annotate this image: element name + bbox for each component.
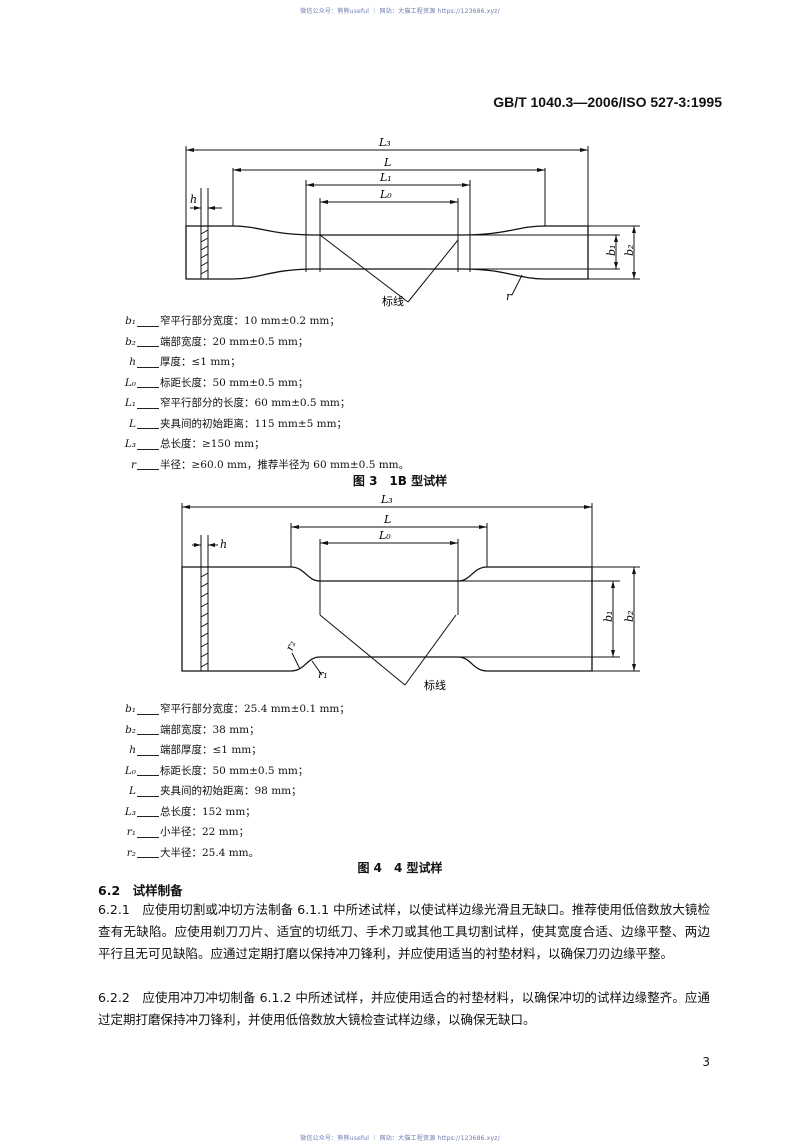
standard-number-header: GB/T 1040.3—2006/ISO 527-3:1995	[493, 94, 722, 110]
watermark-bottom: 微信公众号：熊熊useful ｜ 网站：大猫工程资源 https://12368…	[300, 1135, 500, 1142]
figure-4-caption: 图 4 4 型试样	[357, 861, 443, 875]
figure-3-caption: 图 3 1B 型试样	[352, 474, 448, 488]
watermark-top: 微信公众号：熊熊useful ｜ 网站：大猫工程资源 https://12368…	[300, 8, 500, 15]
label-L: L	[383, 513, 391, 526]
label-h: h	[190, 193, 197, 206]
label-h: h	[220, 538, 227, 551]
label-gauge-marks: 标线	[424, 678, 446, 692]
label-L3: L₃	[380, 495, 393, 506]
label-b2: b₂	[623, 245, 636, 256]
paragraph-6-2-2: 6.2.2 应使用冲刀冲切制备 6.1.2 中所述试样，并应使用适合的衬垫材料，…	[98, 990, 710, 1027]
paragraph-6-2-1: 6.2.1 应使用切割或冲切方法制备 6.1.1 中所述试样，以使试样边缘光滑且…	[98, 902, 710, 961]
label-L0: L₀	[379, 188, 392, 201]
label-b1: b₁	[602, 611, 615, 622]
label-b1: b₁	[605, 245, 618, 256]
label-r1: r₁	[318, 668, 328, 681]
label-b2: b₂	[623, 611, 636, 622]
label-r2: r₂	[283, 639, 299, 653]
figure-3-drawing: L₃ L L₁ L₀ h b₁ b₂ r 标线	[0, 130, 800, 310]
page-number: 3	[702, 1055, 710, 1069]
label-gauge-marks: 标线	[382, 294, 404, 308]
label-L3: L₃	[378, 136, 391, 149]
figure-4-drawing: L₃ L L₀ h b₁ b₂ r₂ r₁ 标线	[0, 495, 800, 695]
label-r: r	[506, 290, 512, 303]
label-L0: L₀	[378, 529, 391, 542]
section-title: 6.2 试样制备	[98, 883, 183, 898]
label-L1: L₁	[379, 171, 392, 184]
label-L: L	[383, 156, 391, 169]
